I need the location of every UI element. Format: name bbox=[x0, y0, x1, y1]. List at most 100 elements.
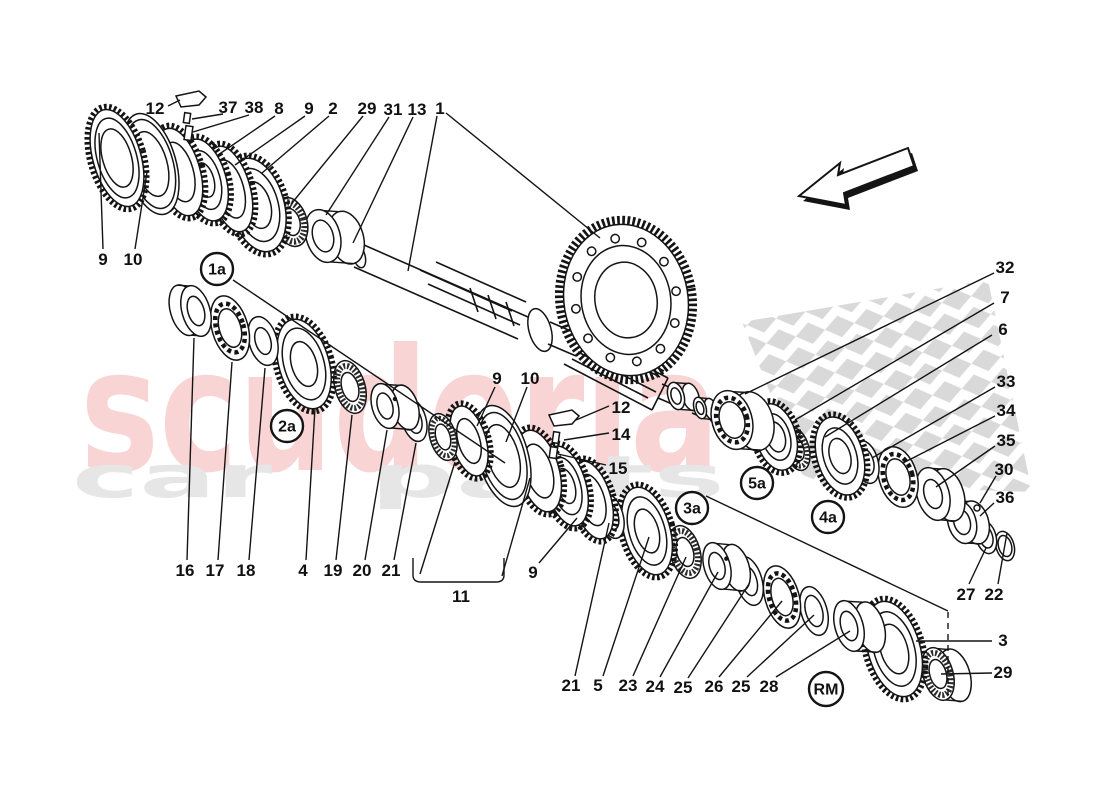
leader-line-12 bbox=[575, 405, 610, 421]
leader-line-21 bbox=[574, 522, 610, 677]
woodruff-key-12-lower bbox=[547, 409, 581, 460]
part-callout-3: 3 bbox=[998, 631, 1007, 650]
leader-line-35 bbox=[935, 445, 996, 488]
part-gear-6 bbox=[809, 411, 871, 501]
part-callout-36: 36 bbox=[996, 488, 1015, 507]
part-gear-5 bbox=[615, 481, 679, 581]
part-callout-34: 34 bbox=[997, 401, 1016, 420]
leader-line-9 bbox=[98, 132, 104, 250]
leader-line-25 bbox=[687, 583, 750, 679]
exploded-parts-layer bbox=[84, 103, 1016, 703]
part-lock-collar-16 bbox=[168, 284, 212, 338]
assembly-ref-1a: 1a bbox=[199, 251, 506, 464]
leader-line-9 bbox=[476, 386, 496, 427]
leader-line-14 bbox=[563, 432, 610, 441]
leader-line-9 bbox=[538, 517, 578, 564]
leader-line-6 bbox=[824, 334, 993, 438]
svg-text:1a: 1a bbox=[208, 262, 226, 279]
part-callout-1: 1 bbox=[435, 99, 444, 118]
leader-line-19 bbox=[335, 414, 353, 561]
leader-line-20 bbox=[364, 429, 388, 561]
leader-line-33 bbox=[871, 386, 996, 459]
leader-line-29 bbox=[940, 672, 993, 675]
part-callout-11: 11 bbox=[452, 587, 470, 606]
part-bushing-28 bbox=[833, 599, 887, 654]
leader-line-1 bbox=[407, 115, 438, 272]
part-callout-35: 35 bbox=[997, 431, 1016, 450]
part-callout-28: 28 bbox=[760, 677, 779, 696]
part-callout-9: 9 bbox=[98, 250, 107, 269]
part-callout-9: 9 bbox=[528, 563, 537, 582]
leader-line-4 bbox=[305, 407, 316, 561]
part-callout-9: 9 bbox=[304, 99, 313, 118]
part-ball-bearing-32 bbox=[710, 389, 775, 452]
leader-line-11 bbox=[419, 461, 456, 575]
leader-line-5 bbox=[602, 536, 650, 677]
part-callout-18: 18 bbox=[237, 561, 256, 580]
part-callout-5: 5 bbox=[593, 676, 602, 695]
part-callout-21: 21 bbox=[382, 561, 401, 580]
sub-watermark-car: car bbox=[72, 443, 273, 511]
part-callout-2: 2 bbox=[328, 99, 337, 118]
svg-text:RM: RM bbox=[814, 682, 839, 699]
leader-line-25 bbox=[746, 614, 815, 678]
leader-line-32 bbox=[744, 272, 995, 395]
part-callout-29: 29 bbox=[358, 99, 377, 118]
pin-15 bbox=[548, 445, 559, 460]
part-crown-gear-1 bbox=[554, 215, 698, 385]
part-callout-20: 20 bbox=[353, 561, 372, 580]
leader-line-13 bbox=[352, 116, 414, 244]
assembly-ref-RM: RM bbox=[807, 670, 845, 708]
leader-line-21 bbox=[393, 442, 417, 561]
part-callout-26: 26 bbox=[705, 677, 724, 696]
leader-line-18 bbox=[248, 367, 266, 561]
direction-arrow-icon bbox=[796, 146, 918, 210]
svg-text:3a: 3a bbox=[683, 501, 701, 518]
svg-text:2a: 2a bbox=[278, 419, 296, 436]
part-callout-14: 14 bbox=[612, 425, 631, 444]
leader-line-23 bbox=[632, 556, 687, 677]
part-callout-12: 12 bbox=[612, 398, 631, 417]
pin-38 bbox=[183, 124, 194, 142]
part-callout-13: 13 bbox=[408, 100, 427, 119]
part-lock-cap-35 bbox=[915, 466, 966, 523]
pin-37 bbox=[182, 111, 192, 125]
part-callout-37: 37 bbox=[219, 98, 238, 117]
assembly-ref-2a: 2a bbox=[269, 408, 305, 444]
part-callout-15: 15 bbox=[609, 459, 628, 478]
part-callout-27: 27 bbox=[957, 585, 976, 604]
leader-line-11 bbox=[501, 477, 531, 577]
part-callout-17: 17 bbox=[206, 561, 225, 580]
leader-line-10 bbox=[134, 171, 148, 250]
part-needle-bearing-29b bbox=[921, 646, 973, 703]
part-callout-30: 30 bbox=[995, 460, 1014, 479]
leader-line-34 bbox=[902, 415, 996, 464]
leader-lines-layer bbox=[98, 99, 1008, 679]
part-ball-bearing-17 bbox=[209, 295, 251, 361]
leader-line-9 bbox=[234, 115, 306, 166]
part-bushing-20 bbox=[370, 382, 420, 431]
woodruff-key-12-upper bbox=[174, 90, 208, 142]
leader-line-8 bbox=[217, 115, 276, 156]
leader-line-2 bbox=[261, 115, 330, 174]
pin-14 bbox=[551, 430, 561, 445]
part-callout-21: 21 bbox=[562, 676, 581, 695]
part-callout-8: 8 bbox=[274, 99, 283, 118]
part-sliding-sleeve-9 bbox=[84, 103, 150, 213]
leader-line-17 bbox=[217, 361, 233, 561]
locating-ball-30 bbox=[973, 504, 981, 512]
leader-line-1 bbox=[445, 112, 601, 239]
leader-line-10 bbox=[505, 386, 528, 443]
part-callout-4: 4 bbox=[298, 561, 308, 580]
assembly-ref-4a: 4a bbox=[810, 499, 846, 535]
leader-line-28 bbox=[775, 630, 851, 678]
part-callout-12: 12 bbox=[146, 99, 165, 118]
part-bushing-31 bbox=[304, 208, 366, 265]
leader-line-7 bbox=[794, 302, 995, 421]
leader-line-24 bbox=[659, 571, 719, 678]
part-callout-24: 24 bbox=[646, 677, 665, 696]
part-callout-9: 9 bbox=[492, 369, 501, 388]
